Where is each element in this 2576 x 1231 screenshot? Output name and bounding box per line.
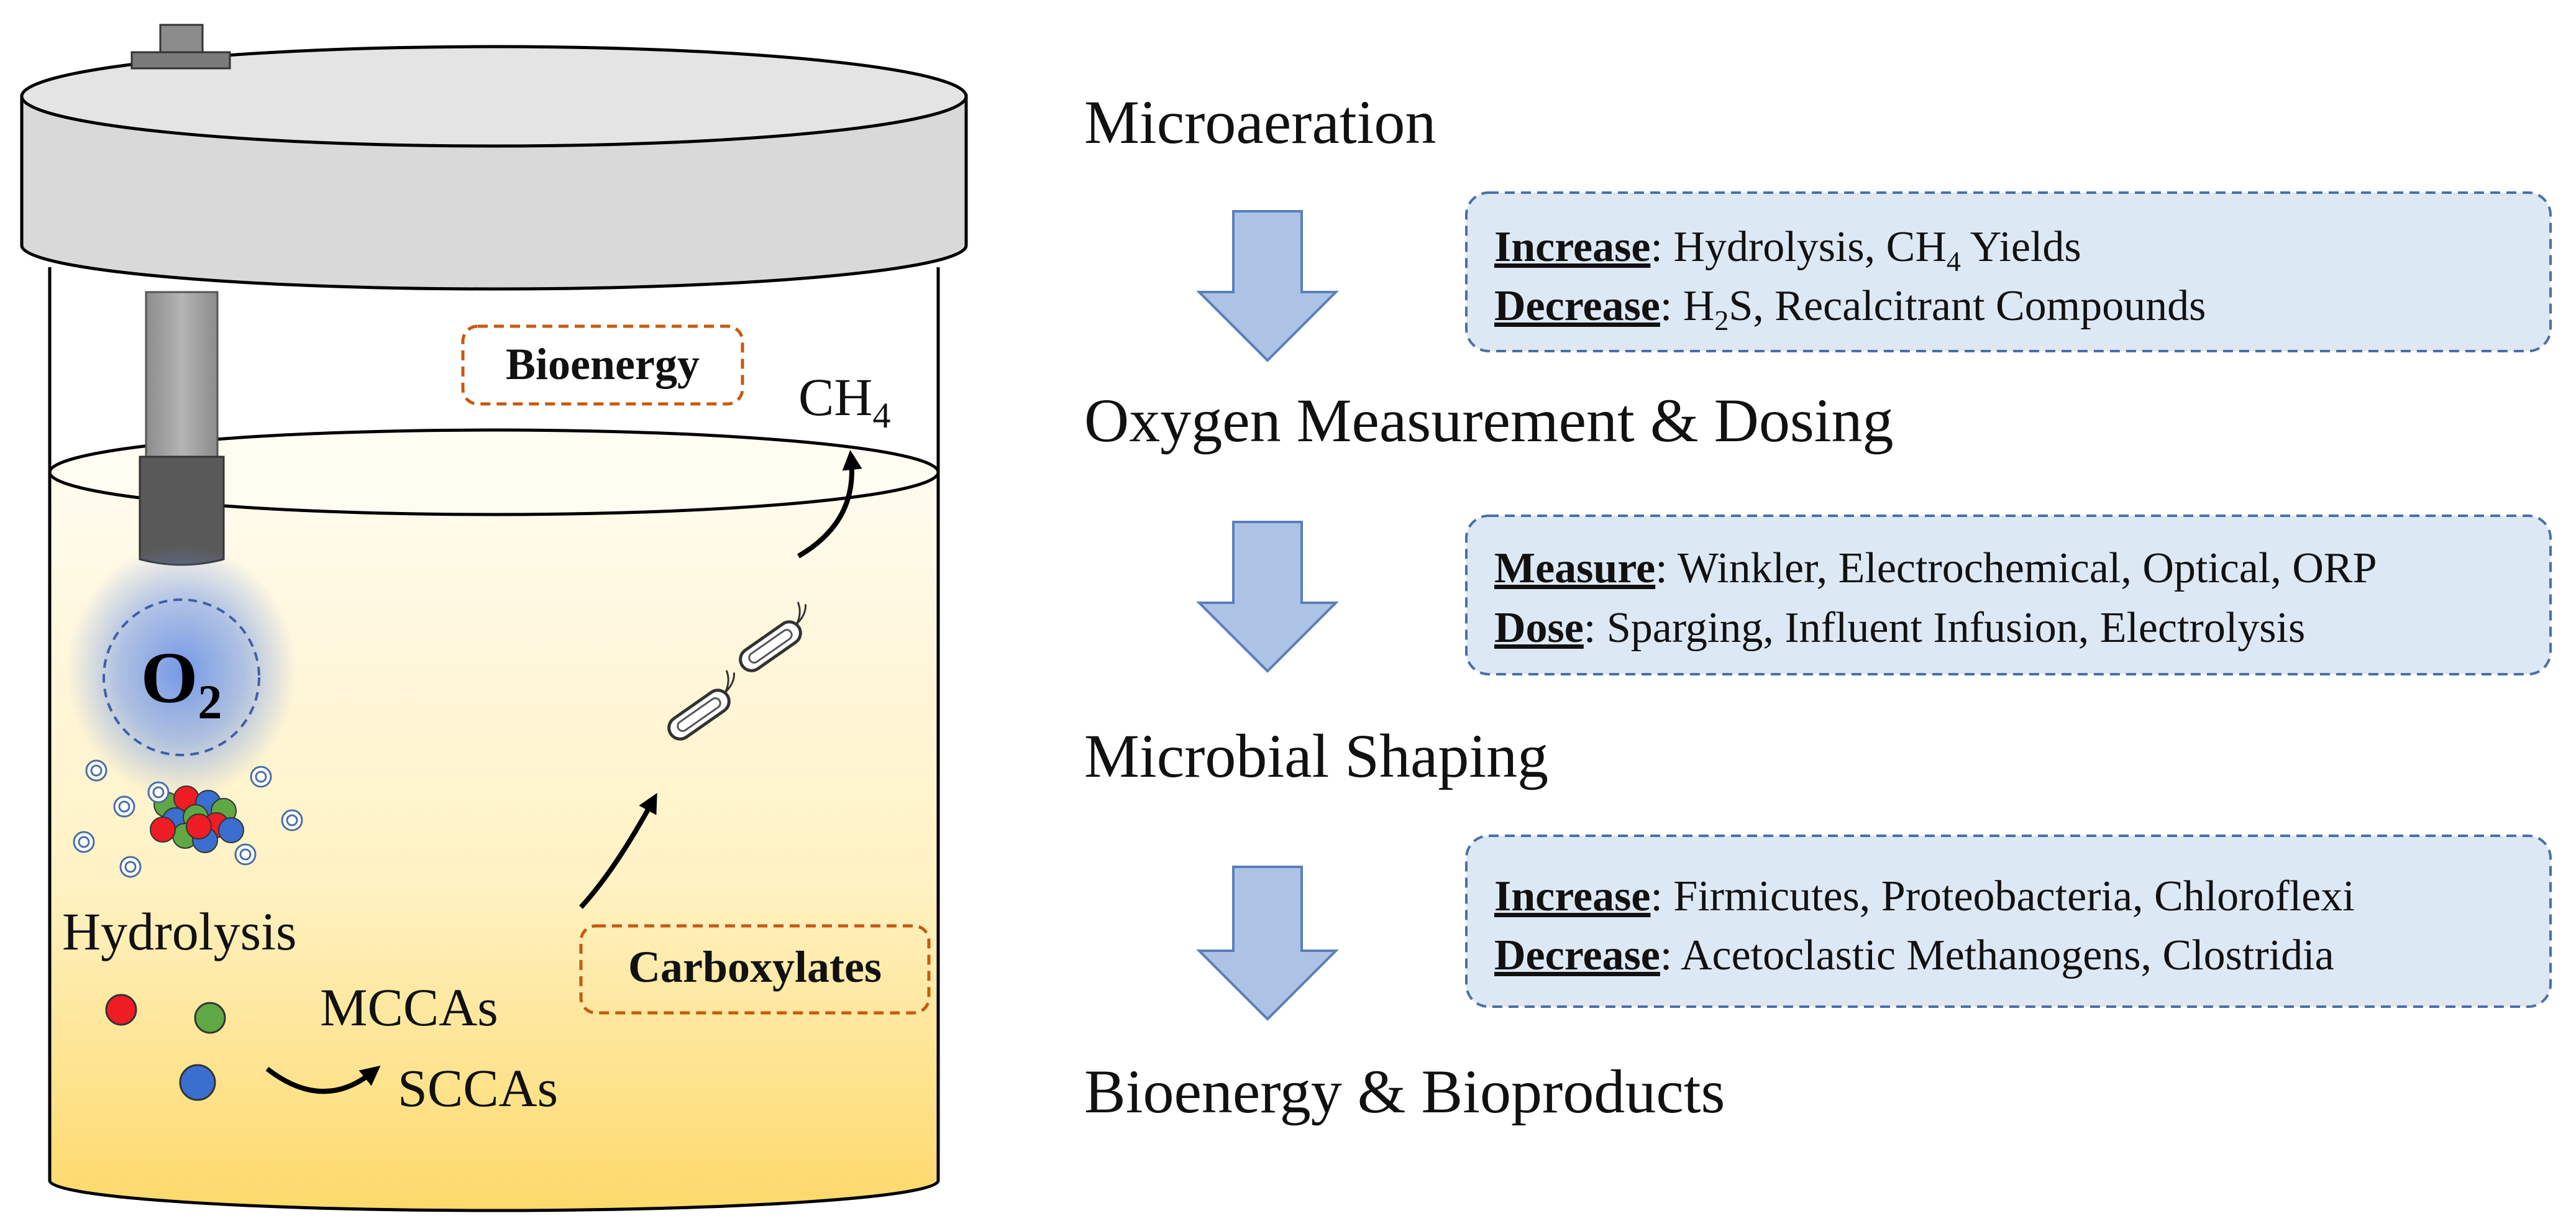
bubble xyxy=(281,809,303,831)
bioenergy-box xyxy=(461,324,744,406)
small-bubbles xyxy=(73,759,303,878)
carboxylates-box xyxy=(579,924,931,1015)
bubble xyxy=(119,856,142,878)
bubble xyxy=(250,766,272,788)
mccas-label: MCCAs xyxy=(320,977,498,1037)
bubble xyxy=(147,781,170,803)
info-box-2-line-2: Dose: Sparging, Influent Infusion, Elect… xyxy=(1494,604,2305,652)
lid-knob-base xyxy=(130,51,231,70)
info-box-1-line-2: Decrease: H2S, Recalcitrant Compounds xyxy=(1494,282,2206,336)
arrow-carboxylates-up xyxy=(579,792,657,909)
step-microaeration: Microaeration xyxy=(1084,88,1436,157)
bacterium xyxy=(739,602,807,672)
bacteria xyxy=(667,602,807,741)
particle-blue xyxy=(179,1064,216,1101)
bioenergy-label: Bioenergy xyxy=(506,339,700,389)
tank-lid xyxy=(20,24,968,291)
down-arrow-1 xyxy=(1196,210,1339,362)
tank-bottom-rim xyxy=(48,1180,940,1212)
step-bioenergy-bioproducts: Bioenergy & Bioproducts xyxy=(1084,1057,1725,1126)
down-arrow-3 xyxy=(1196,866,1339,1021)
o2-bubble xyxy=(103,598,260,756)
curved-arrow-sccas xyxy=(265,1065,381,1094)
process-flow: Microaeration Oxygen Measurement & Dosin… xyxy=(1084,88,2552,1126)
reactor-tank: O2 Hydrolysis MCCAs SCCAs Carboxylates xyxy=(20,24,968,1212)
arrow-to-ch4 xyxy=(797,450,862,559)
bubble xyxy=(234,843,257,866)
lid-knob xyxy=(159,24,204,57)
o2-label: O2 xyxy=(141,637,222,729)
ch4-label: CH4 xyxy=(798,367,890,436)
carboxylates-label: Carboxylates xyxy=(628,942,882,992)
sccas-label: SCCAs xyxy=(398,1058,558,1118)
info-box-2: Measure: Winkler, Electrochemical, Optic… xyxy=(1465,515,2552,675)
particle-cluster xyxy=(150,785,244,853)
hydrolysis-label: Hydrolysis xyxy=(62,902,296,961)
particle-red xyxy=(105,994,137,1026)
info-box-3-line-2: Decrease: Acetoclastic Methanogens, Clos… xyxy=(1494,931,2334,979)
bubble xyxy=(85,759,107,782)
cluster-particle xyxy=(150,817,176,843)
info-box-1: Increase: Hydrolysis, CH4 Yields Decreas… xyxy=(1465,191,2552,352)
probe-shaft xyxy=(145,291,219,474)
liquid-surface xyxy=(48,428,940,516)
cluster-particle xyxy=(218,817,244,843)
step-oxygen-measurement-dosing: Oxygen Measurement & Dosing xyxy=(1084,386,1894,455)
step-microbial-shaping: Microbial Shaping xyxy=(1084,721,1548,790)
particle-green xyxy=(194,1002,226,1034)
bubble xyxy=(113,795,135,818)
o2-glow xyxy=(66,544,296,799)
cluster-particle xyxy=(186,813,212,840)
bacterium xyxy=(667,670,736,741)
bubble xyxy=(73,831,95,853)
down-arrow-2 xyxy=(1196,521,1339,673)
info-box-3-line-1: Increase: Firmicutes, Proteobacteria, Ch… xyxy=(1494,872,2355,920)
info-box-2-line-1: Measure: Winkler, Electrochemical, Optic… xyxy=(1494,544,2377,592)
info-box-1-line-1: Increase: Hydrolysis, CH4 Yields xyxy=(1494,223,2081,277)
info-box-3: Increase: Firmicutes, Proteobacteria, Ch… xyxy=(1465,835,2552,1008)
